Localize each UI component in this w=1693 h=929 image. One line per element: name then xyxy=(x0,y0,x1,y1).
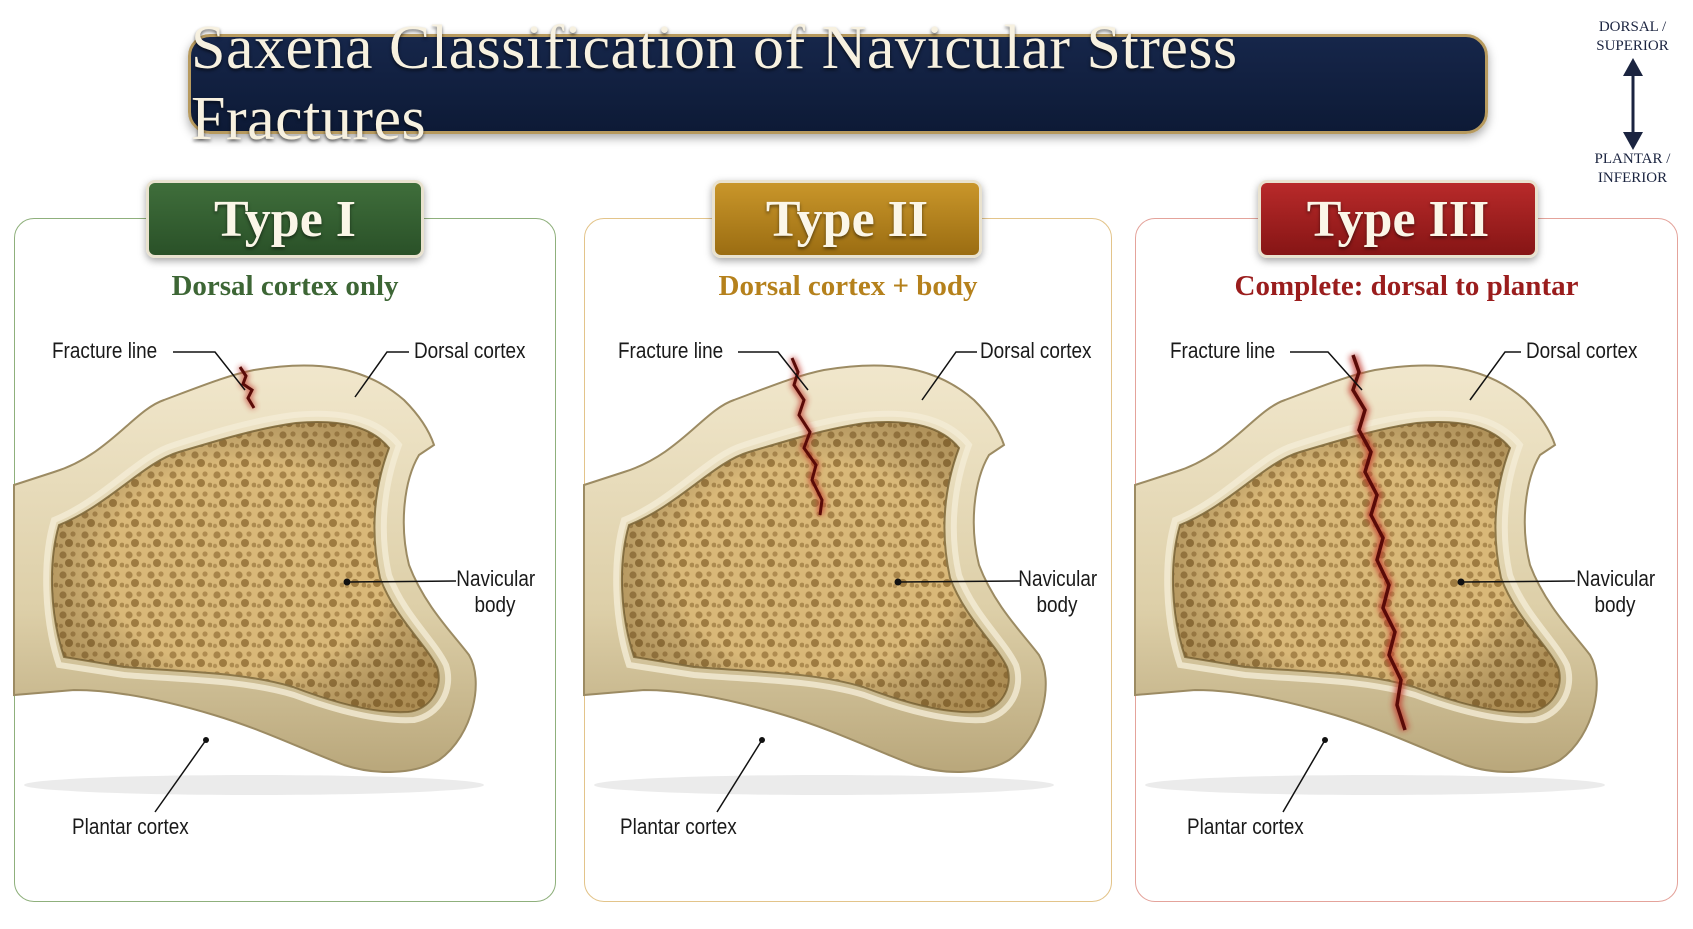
bone-type-2 xyxy=(584,356,1054,795)
type-badge-1: Type I xyxy=(146,180,424,258)
label-navicular-body-1: Navicular body xyxy=(456,566,536,618)
label-dorsal-cortex-3: Dorsal cortex xyxy=(1526,338,1638,363)
title-banner: Saxena Classification of Navicular Stres… xyxy=(188,14,1488,153)
bone-type-1 xyxy=(14,365,484,795)
orientation-bottom-line2: INFERIOR xyxy=(1597,170,1668,186)
page-title: Saxena Classification of Navicular Stres… xyxy=(191,14,1238,153)
type-label-2: Type II xyxy=(765,190,929,248)
label-navicular-1: Navicular xyxy=(456,566,536,591)
type-badge-2: Type II xyxy=(712,180,982,258)
label-dorsal-cortex-1: Dorsal cortex xyxy=(414,338,526,363)
label-navicular-2: Navicular xyxy=(1018,566,1098,591)
leader-lines-type-1 xyxy=(154,351,457,813)
label-body-2: body xyxy=(1036,592,1078,617)
label-fracture-line-3: Fracture line xyxy=(1170,338,1276,363)
orientation-bottom-line1: PLANTAR / xyxy=(1594,151,1671,167)
label-navicular-body-3: Navicular body xyxy=(1576,566,1656,618)
label-plantar-cortex-3: Plantar cortex xyxy=(1187,814,1304,839)
orientation-bottom: PLANTAR / INFERIOR xyxy=(1575,150,1690,188)
type-badge-3: Type III xyxy=(1258,180,1538,258)
bone-type-3 xyxy=(1135,353,1605,795)
type-label-1: Type I xyxy=(213,190,357,248)
label-fracture-line-1: Fracture line xyxy=(52,338,158,363)
label-plantar-cortex-2: Plantar cortex xyxy=(620,814,737,839)
label-body-1: body xyxy=(474,592,516,617)
label-navicular-3: Navicular xyxy=(1576,566,1656,591)
orientation-top-line1: DORSAL / xyxy=(1598,19,1667,35)
orientation-top-line2: SUPERIOR xyxy=(1596,38,1669,54)
double-arrow-vertical-icon xyxy=(1623,58,1643,150)
type-description-3: Complete: dorsal to plantar xyxy=(1234,270,1579,302)
leader-lines-type-3 xyxy=(1282,351,1576,813)
orientation-indicator: DORSAL / SUPERIOR PLANTAR / INFERIOR xyxy=(1575,18,1690,193)
label-dorsal-cortex-2: Dorsal cortex xyxy=(980,338,1092,363)
type-label-3: Type III xyxy=(1306,190,1490,248)
label-navicular-body-2: Navicular body xyxy=(1018,566,1098,618)
type-description-1: Dorsal cortex only xyxy=(171,270,399,302)
label-plantar-cortex-1: Plantar cortex xyxy=(72,814,189,839)
orientation-top: DORSAL / SUPERIOR xyxy=(1575,18,1690,56)
label-body-3: body xyxy=(1594,592,1636,617)
label-fracture-line-2: Fracture line xyxy=(618,338,724,363)
type-description-2: Dorsal cortex + body xyxy=(718,270,978,302)
leader-lines-type-2 xyxy=(716,351,1021,813)
